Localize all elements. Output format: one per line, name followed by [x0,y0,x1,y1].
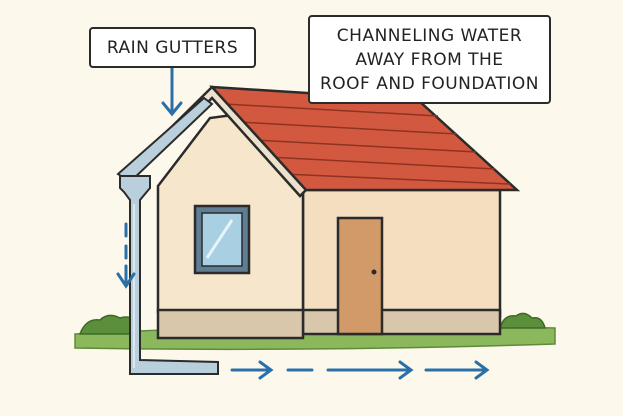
window [193,204,251,275]
gutter [116,96,219,375]
right-bush [499,312,546,329]
door [336,216,384,336]
channeling-water-label: CHANNELING WATER AWAY FROM THE ROOF AND … [308,15,551,104]
front-foundation [156,308,305,340]
channeling-water-label-text: CHANNELING WATER AWAY FROM THE ROOF AND … [319,25,539,94]
arrow-down-icon [161,66,183,117]
side-foundation [301,308,502,336]
rain-gutters-label: RAIN GUTTERS [89,27,256,68]
rain-gutters-label-text: RAIN GUTTERS [106,37,239,58]
downspout [119,175,219,375]
house-side [301,188,502,336]
dashed-arrow-right-icon [230,360,490,380]
dashed-arrow-down-icon [116,222,136,289]
